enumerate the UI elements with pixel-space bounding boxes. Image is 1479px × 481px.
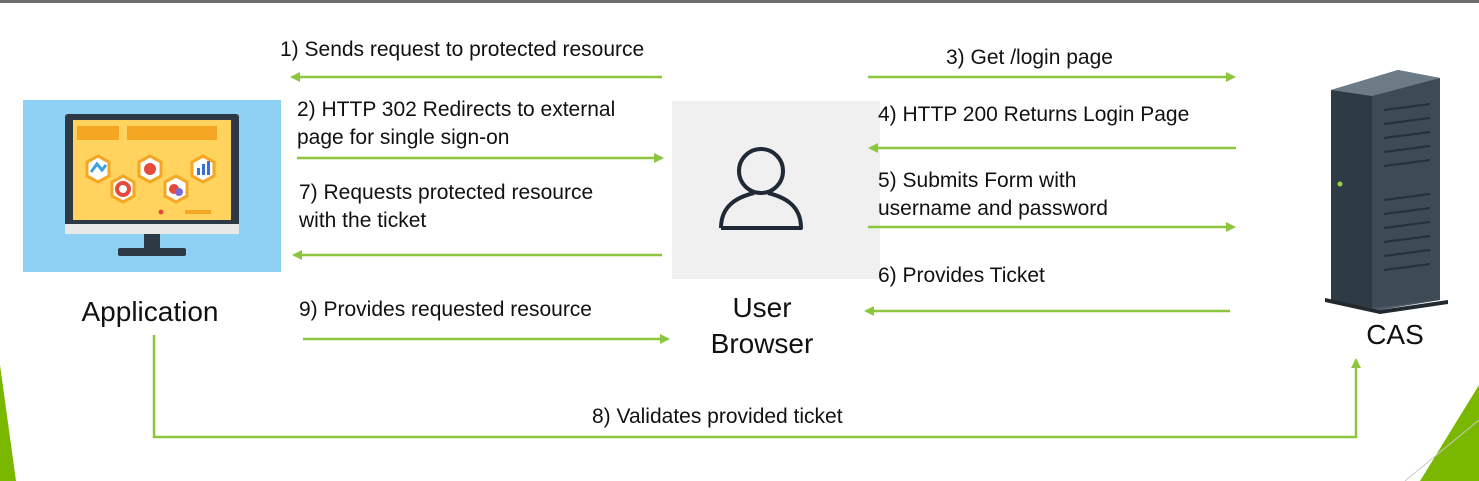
application-label: Application xyxy=(81,296,219,327)
step-3-label: 3) Get /login page xyxy=(946,46,1113,69)
top-divider xyxy=(0,0,1479,3)
step-7-label-line2: with the ticket xyxy=(299,209,427,232)
step-6-label: 6) Provides Ticket xyxy=(878,264,1045,287)
user-browser-label: User Browser xyxy=(672,290,852,362)
step-8-label: 8) Validates provided ticket xyxy=(592,405,843,428)
step-5-label-line1: 5) Submits Form with xyxy=(878,169,1077,192)
step-7-label-line1: 7) Requests protected resource xyxy=(299,181,594,204)
desktop-dashboard-icon xyxy=(65,114,239,256)
user-browser-label-line2: Browser xyxy=(710,328,814,359)
user-browser-label-line1: User xyxy=(732,292,792,323)
step-2-label-line1: 2) HTTP 302 Redirects to external xyxy=(297,98,616,121)
arrow-step-8 xyxy=(152,335,1361,439)
step-9-label: 9) Provides requested resource xyxy=(299,298,592,321)
step-5-label-line2: username and password xyxy=(878,197,1108,220)
cas-label: CAS xyxy=(1366,319,1424,350)
step-4-label: 4) HTTP 200 Returns Login Page xyxy=(878,103,1190,126)
step-2-label-line2: page for single sign-on xyxy=(297,126,510,149)
user-icon-tile xyxy=(672,101,880,279)
step-1-label: 1) Sends request to protected resource xyxy=(280,38,645,61)
user-silhouette-icon xyxy=(719,147,803,230)
application-icon-tile xyxy=(23,100,281,272)
